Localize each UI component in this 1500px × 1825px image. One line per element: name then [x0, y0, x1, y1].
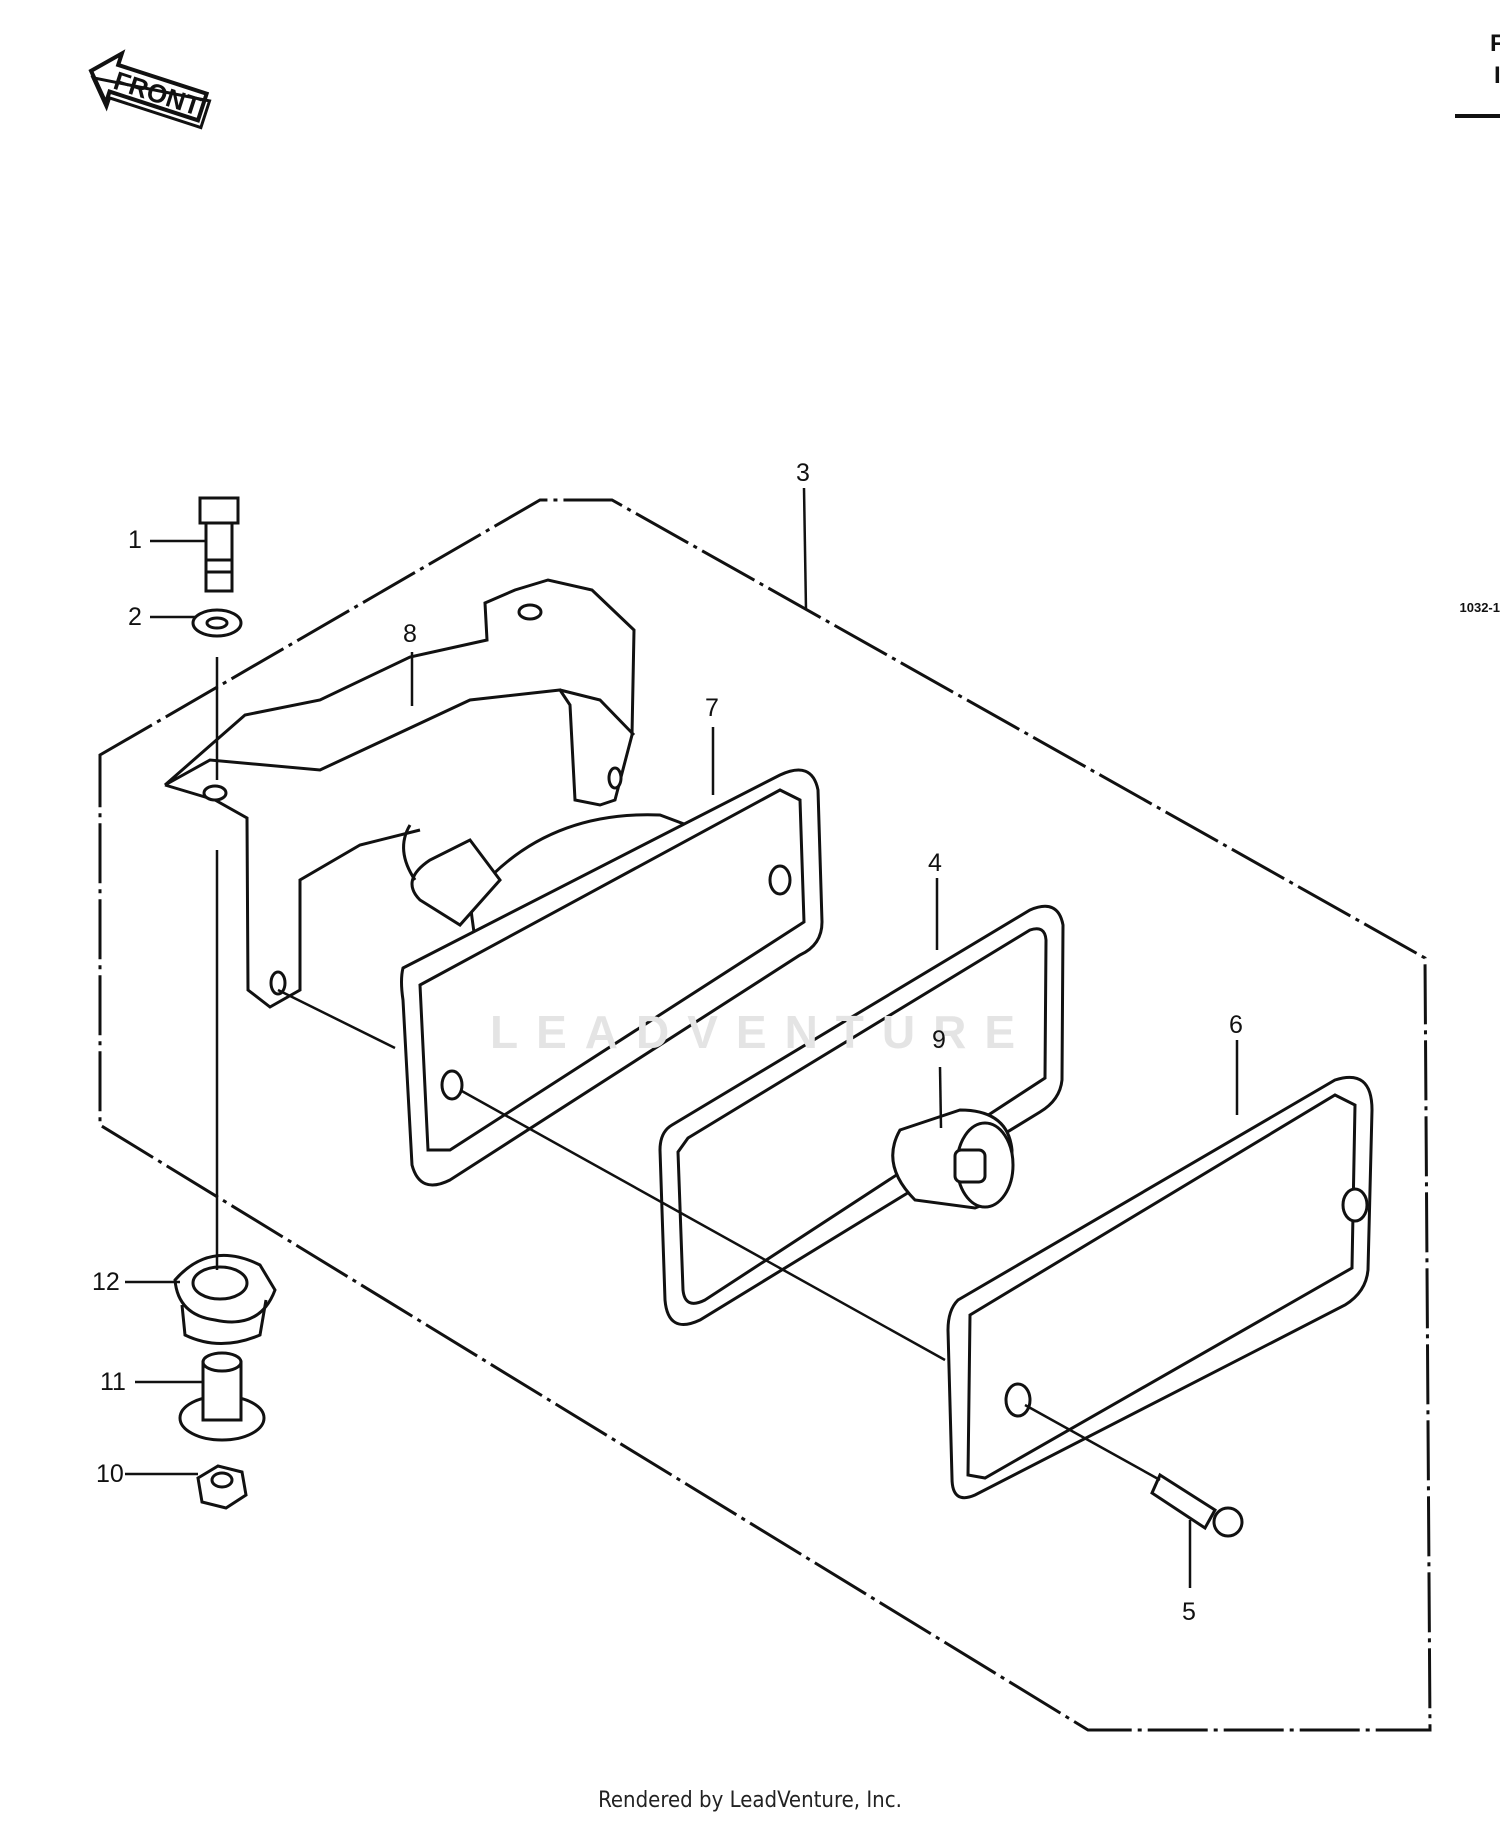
- screw: [1150, 1472, 1244, 1538]
- front-arrow: FRONT: [88, 49, 212, 130]
- callout-6: 6: [1229, 1011, 1243, 1039]
- edge-text-second: I: [1494, 62, 1500, 89]
- callout-5: 5: [1182, 1598, 1196, 1626]
- callout-2: 2: [128, 603, 142, 631]
- center-lines: [215, 657, 1161, 1482]
- lamp-housing: [400, 768, 824, 1187]
- gasket: [658, 904, 1065, 1326]
- lens: [946, 1075, 1374, 1500]
- callout-1: 1: [128, 526, 142, 554]
- mounting-bracket: [164, 578, 636, 1009]
- callout-10: 10: [96, 1460, 124, 1488]
- nut: [196, 1464, 248, 1510]
- callout-4: 4: [928, 849, 942, 877]
- collar: [178, 1351, 266, 1442]
- bolt: [198, 496, 240, 593]
- callout-7: 7: [705, 694, 719, 722]
- assembly-boundary: [98, 498, 1432, 1732]
- grommet: [173, 1253, 277, 1345]
- footer-credit: Rendered by LeadVenture, Inc.: [598, 1788, 902, 1813]
- lock-washer: [191, 608, 243, 638]
- callout-11: 11: [100, 1368, 126, 1396]
- callout-9: 9: [932, 1026, 946, 1054]
- bulb: [891, 1108, 1015, 1210]
- edge-text-top: F: [1490, 30, 1500, 57]
- callout-3: 3: [796, 459, 810, 487]
- callout-12: 12: [92, 1268, 120, 1296]
- callout-8: 8: [403, 620, 417, 648]
- reference-code: 1032-1: [1459, 600, 1500, 615]
- leader-lines: [125, 487, 1239, 1588]
- watermark-text: LEADVENTURE: [490, 1006, 1034, 1058]
